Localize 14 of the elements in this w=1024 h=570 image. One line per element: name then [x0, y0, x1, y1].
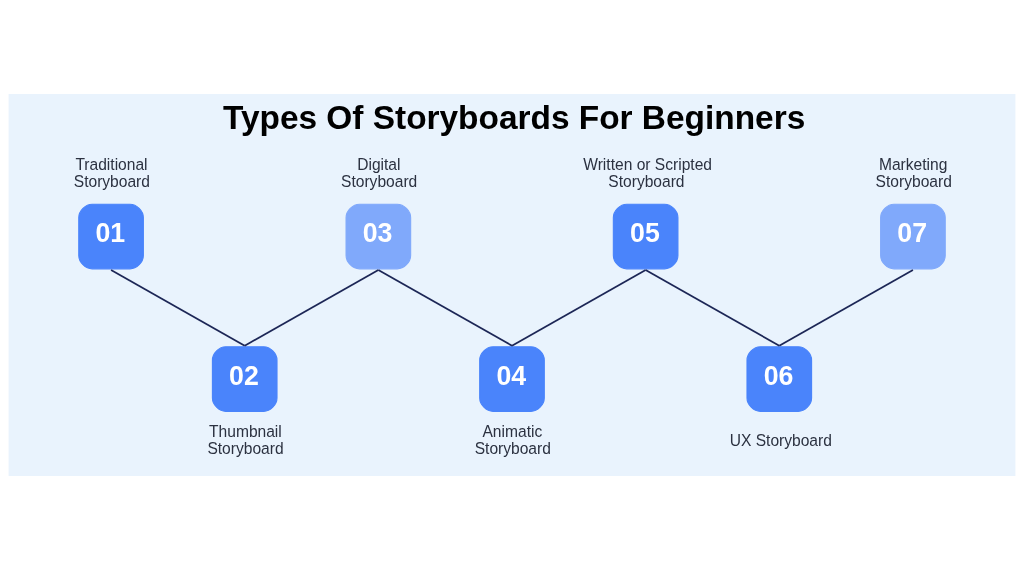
connector [778, 269, 914, 347]
node-label: Thumbnail Storyboard [207, 423, 284, 457]
connector [110, 269, 246, 347]
node-label: Animatic Storyboard [474, 423, 551, 457]
node-label: Written or Scripted Storyboard [583, 155, 712, 190]
connector [644, 269, 781, 347]
node-label: Marketing Storyboard [875, 155, 952, 190]
connector [511, 269, 647, 347]
node-label: UX Storyboard [729, 431, 832, 449]
connector [377, 269, 513, 347]
node-label: Digital Storyboard [341, 155, 418, 190]
connector [243, 269, 380, 347]
node-label: Traditional Storyboard [73, 155, 150, 190]
diagram-title: Types Of Storyboards For Beginners [222, 98, 806, 136]
